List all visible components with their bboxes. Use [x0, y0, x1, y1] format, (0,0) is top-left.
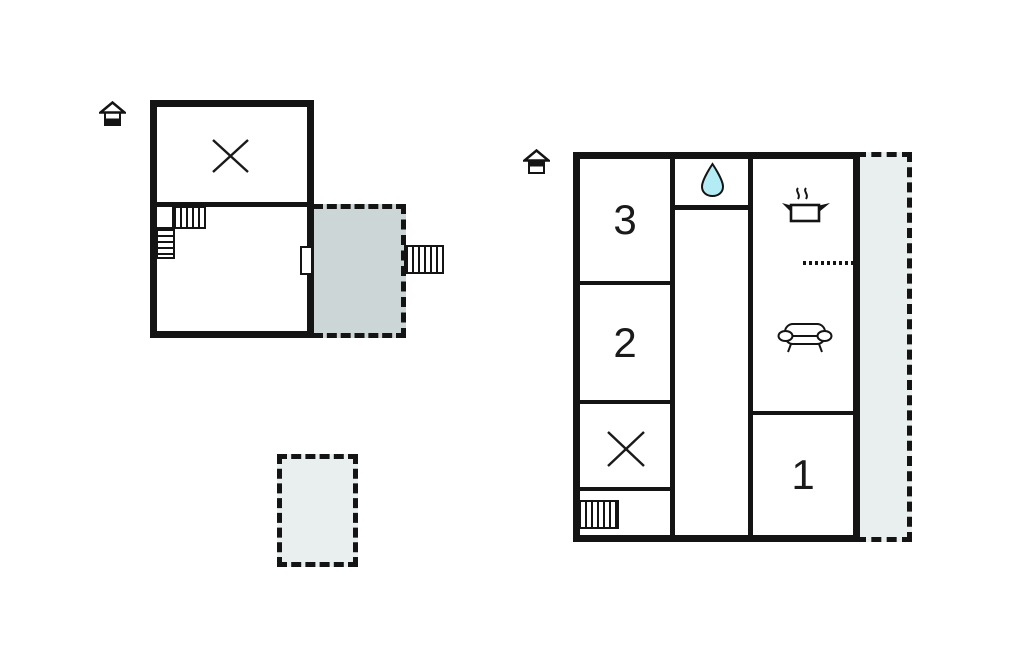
exterior-stairs [404, 245, 444, 274]
sofa-icon [777, 323, 833, 353]
open-terrace [856, 152, 912, 542]
house-floor-indicator-icon [523, 149, 550, 174]
interior-stairs-lower-run [156, 227, 175, 259]
upper-floor-divider-wall [156, 202, 308, 207]
window-cross-icon [607, 431, 645, 467]
living-bedroom1-wall [753, 411, 853, 415]
cooking-pot-icon [782, 187, 830, 223]
bedroom-2-label: 2 [613, 318, 637, 366]
window-cross-icon [212, 139, 249, 173]
corridor-right-wall [748, 159, 753, 535]
detached-terrace [277, 454, 358, 567]
door [300, 246, 313, 275]
house-floor-indicator-icon [99, 101, 126, 126]
corridor-left-wall [670, 159, 675, 535]
bedroom-1-label: 1 [791, 451, 815, 498]
bedroom-3-label: 3 [613, 196, 637, 243]
covered-terrace [313, 204, 406, 338]
interior-stairs [577, 500, 619, 529]
interior-stairs-upper-run [172, 206, 206, 229]
bedroom3-bedroom2-wall [580, 281, 670, 285]
kitchen-counter-dotted-line [803, 261, 853, 265]
utility-stairs-wall [580, 487, 670, 491]
water-drop-icon [700, 162, 725, 198]
bedroom2-utility-wall [580, 400, 670, 404]
bathroom-wall [675, 205, 748, 210]
